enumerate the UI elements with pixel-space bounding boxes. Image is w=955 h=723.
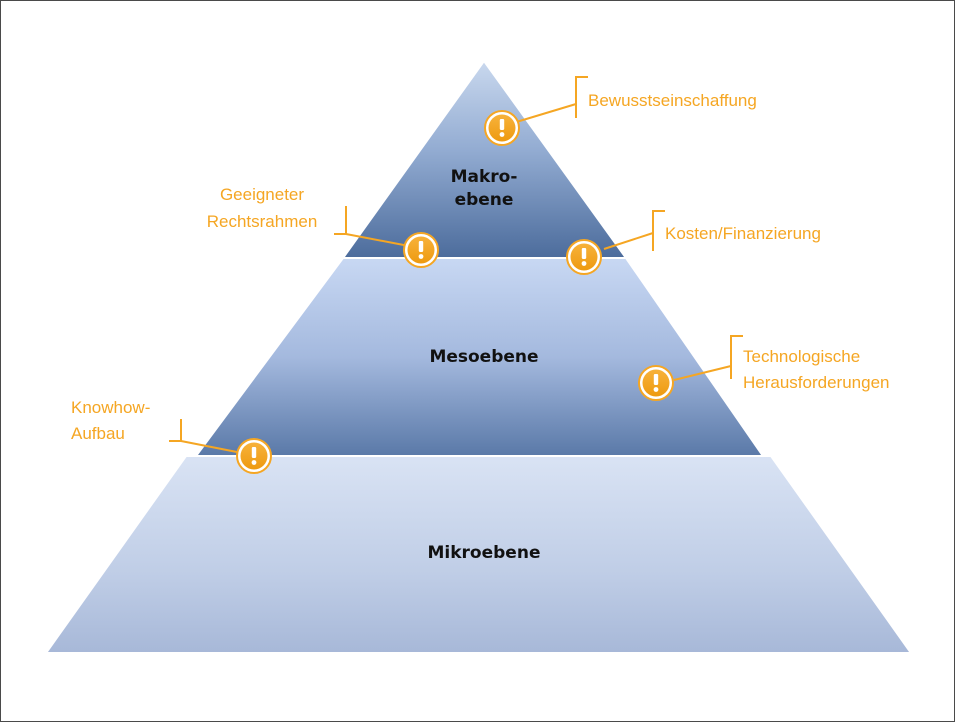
- callout-bewusstseinschaffung: Bewusstseinschaffung: [588, 91, 757, 110]
- exclamation-icon: [484, 110, 520, 146]
- exclamation-icon: [566, 239, 602, 275]
- tier-top-label-line2: ebene: [455, 190, 514, 210]
- callout-connectors: [169, 76, 743, 454]
- exclamation-icon: [638, 365, 674, 401]
- callout-technologie-line1: Technologische: [743, 347, 860, 366]
- tier-top-label-line1: Makro-: [451, 167, 518, 187]
- callout-rechtsrahmen-line2: Rechtsrahmen: [207, 212, 318, 231]
- tier-bottom-label: Mikroebene: [428, 543, 541, 563]
- exclamation-icon: [236, 438, 272, 474]
- tier-top: [341, 59, 628, 259]
- callout-kosten-finanzierung: Kosten/Finanzierung: [665, 224, 821, 243]
- tier-middle-label: Mesoebene: [429, 347, 538, 367]
- callout-knowhow-line1: Knowhow-: [71, 398, 150, 417]
- exclamation-icon: [403, 232, 439, 268]
- callout-knowhow-line2: Aufbau: [71, 424, 125, 443]
- callout-rechtsrahmen-line1: Geeigneter: [220, 185, 304, 204]
- callout-technologie-line2: Herausforderungen: [743, 373, 889, 392]
